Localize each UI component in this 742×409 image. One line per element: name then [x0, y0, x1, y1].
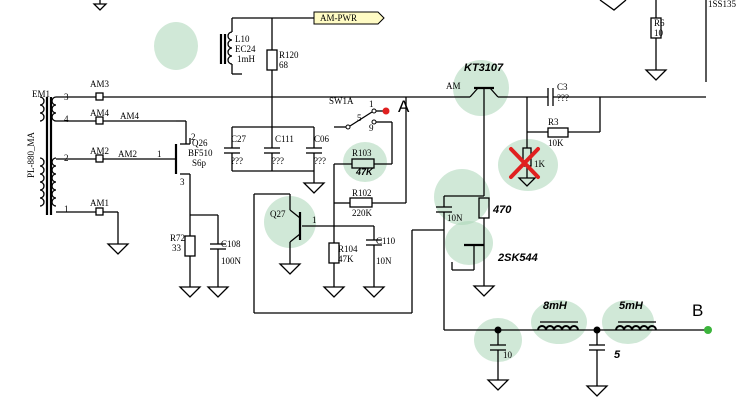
c27-ref: C27: [231, 134, 247, 144]
c3-r3: C3 ??? R3 10K 1K: [509, 82, 706, 187]
c110-value: 10N: [376, 256, 392, 266]
am-label: AM: [446, 81, 461, 91]
c108-ref: C108: [221, 239, 241, 249]
am2-connector-label: AM2: [90, 146, 109, 156]
sw1a-pin9: 9: [369, 123, 374, 133]
sw1a-pin1: 1: [369, 99, 374, 109]
r120-value: 68: [279, 60, 289, 70]
c110-ref: C110: [376, 236, 396, 246]
r104-ref: R104: [338, 244, 358, 254]
top-fragments: 1SS135 R6 10: [92, 0, 737, 82]
point-b-marker: [704, 326, 712, 334]
point-a-label: A: [398, 97, 410, 116]
c06-ref: C06: [314, 134, 330, 144]
r102-resistor: [349, 197, 373, 208]
header-code: 1SS135: [708, 0, 737, 9]
am1-label: AM1: [90, 198, 109, 208]
c111-value: ???: [272, 156, 284, 166]
c10n-value: 10N: [447, 213, 463, 223]
switch-sw1a: SW1A 1 5 9 A: [329, 96, 410, 164]
sk544-label: 2SK544: [497, 252, 538, 264]
r120-ref: R120: [279, 50, 299, 60]
q26-type: BF510: [188, 148, 213, 158]
removed-resistor-value: 1K: [534, 159, 546, 169]
q26-ref: Q26: [192, 138, 208, 148]
kt3107-label: KT3107: [464, 62, 504, 74]
r3-value: 10K: [548, 138, 564, 148]
em1-label: EM1: [32, 89, 50, 99]
l10-r120: R120 68 L10 EC24 1mH AM-PWR: [219, 11, 385, 97]
r6-ref: R6: [654, 18, 665, 28]
q26-pkg: S6p: [192, 158, 207, 168]
q26-pin1: 1: [157, 149, 162, 159]
q26-pin2: 2: [191, 132, 196, 142]
r470-value: 470: [492, 204, 512, 216]
l-5mh-value: 5mH: [619, 300, 644, 312]
l10-value: 1mH: [237, 54, 256, 64]
highlight-blobs: [154, 22, 654, 362]
r3-ref: R3: [548, 117, 559, 127]
q27-ref: Q27: [270, 209, 286, 219]
pin1-label: 1: [64, 204, 69, 214]
wires-main: AM3 AM4 AM4 AM2 AM2 1 AM1: [56, 79, 460, 255]
transistor-q26: 2 3 Q26 BF510 S6p: [174, 120, 213, 215]
r103-ref: R103: [352, 148, 372, 158]
am-pwr-label: AM-PWR: [320, 13, 357, 23]
q27-stage: R103 47K R102 220K 1 Q27 R104 47K C110 1…: [253, 97, 444, 314]
r72-ref: R72: [170, 233, 185, 243]
c27-value: ???: [231, 156, 243, 166]
r102-value: 220K: [352, 208, 373, 218]
c3-value: ???: [557, 93, 569, 103]
transistor-kt3107: KT3107 AM: [446, 62, 548, 196]
transformer-em1: EM1 PL-880_MA 3 4 2 1: [26, 89, 69, 215]
q27-pin1: 1: [312, 215, 317, 225]
r72-c108: R72 33 C108 100N: [170, 214, 242, 298]
am4-connector-label: AM4: [90, 108, 110, 118]
r102-ref: R102: [352, 188, 372, 198]
l-8mh-value: 8mH: [543, 300, 568, 312]
output-filter: 10 8mH 5mH 5 B: [486, 300, 712, 397]
r104-value: 47K: [338, 254, 354, 264]
am-pwr-tag: [313, 11, 385, 25]
r72-resistor: [184, 235, 196, 257]
am4-net-label: AM4: [120, 111, 140, 121]
c-out1-value: 10: [503, 350, 513, 360]
r103-value: 47K: [355, 167, 374, 177]
point-a-marker: [382, 107, 390, 115]
l10-type: EC24: [235, 44, 256, 54]
output-fet-stage: 470 10N 2SK544: [436, 195, 708, 331]
pin2-label: 2: [64, 153, 69, 163]
cap-bank: C27 ??? C111 ??? C06 ???: [224, 97, 330, 194]
pl880-label: PL-880_MA: [26, 131, 36, 178]
c-out2-value: 5: [614, 349, 621, 361]
c111-ref: C111: [275, 134, 294, 144]
c108-value: 100N: [221, 256, 242, 266]
am2-net-label: AM2: [118, 149, 137, 159]
r120-resistor: [266, 49, 278, 71]
point-b-label: B: [692, 301, 703, 320]
r72-value: 33: [172, 243, 182, 253]
c06-value: ???: [314, 156, 326, 166]
r6-value: 10: [654, 28, 664, 38]
c3-ref: C3: [557, 82, 568, 92]
am3-label: AM3: [90, 79, 110, 89]
sw1a-ref: SW1A: [329, 96, 354, 106]
pin4-label: 4: [64, 114, 69, 124]
sw1a-pin5: 5: [357, 113, 362, 123]
x-mark-icon: [509, 147, 540, 179]
r3-resistor: [547, 127, 569, 138]
q26-pin3: 3: [180, 177, 185, 187]
l10-ref: L10: [235, 34, 250, 44]
